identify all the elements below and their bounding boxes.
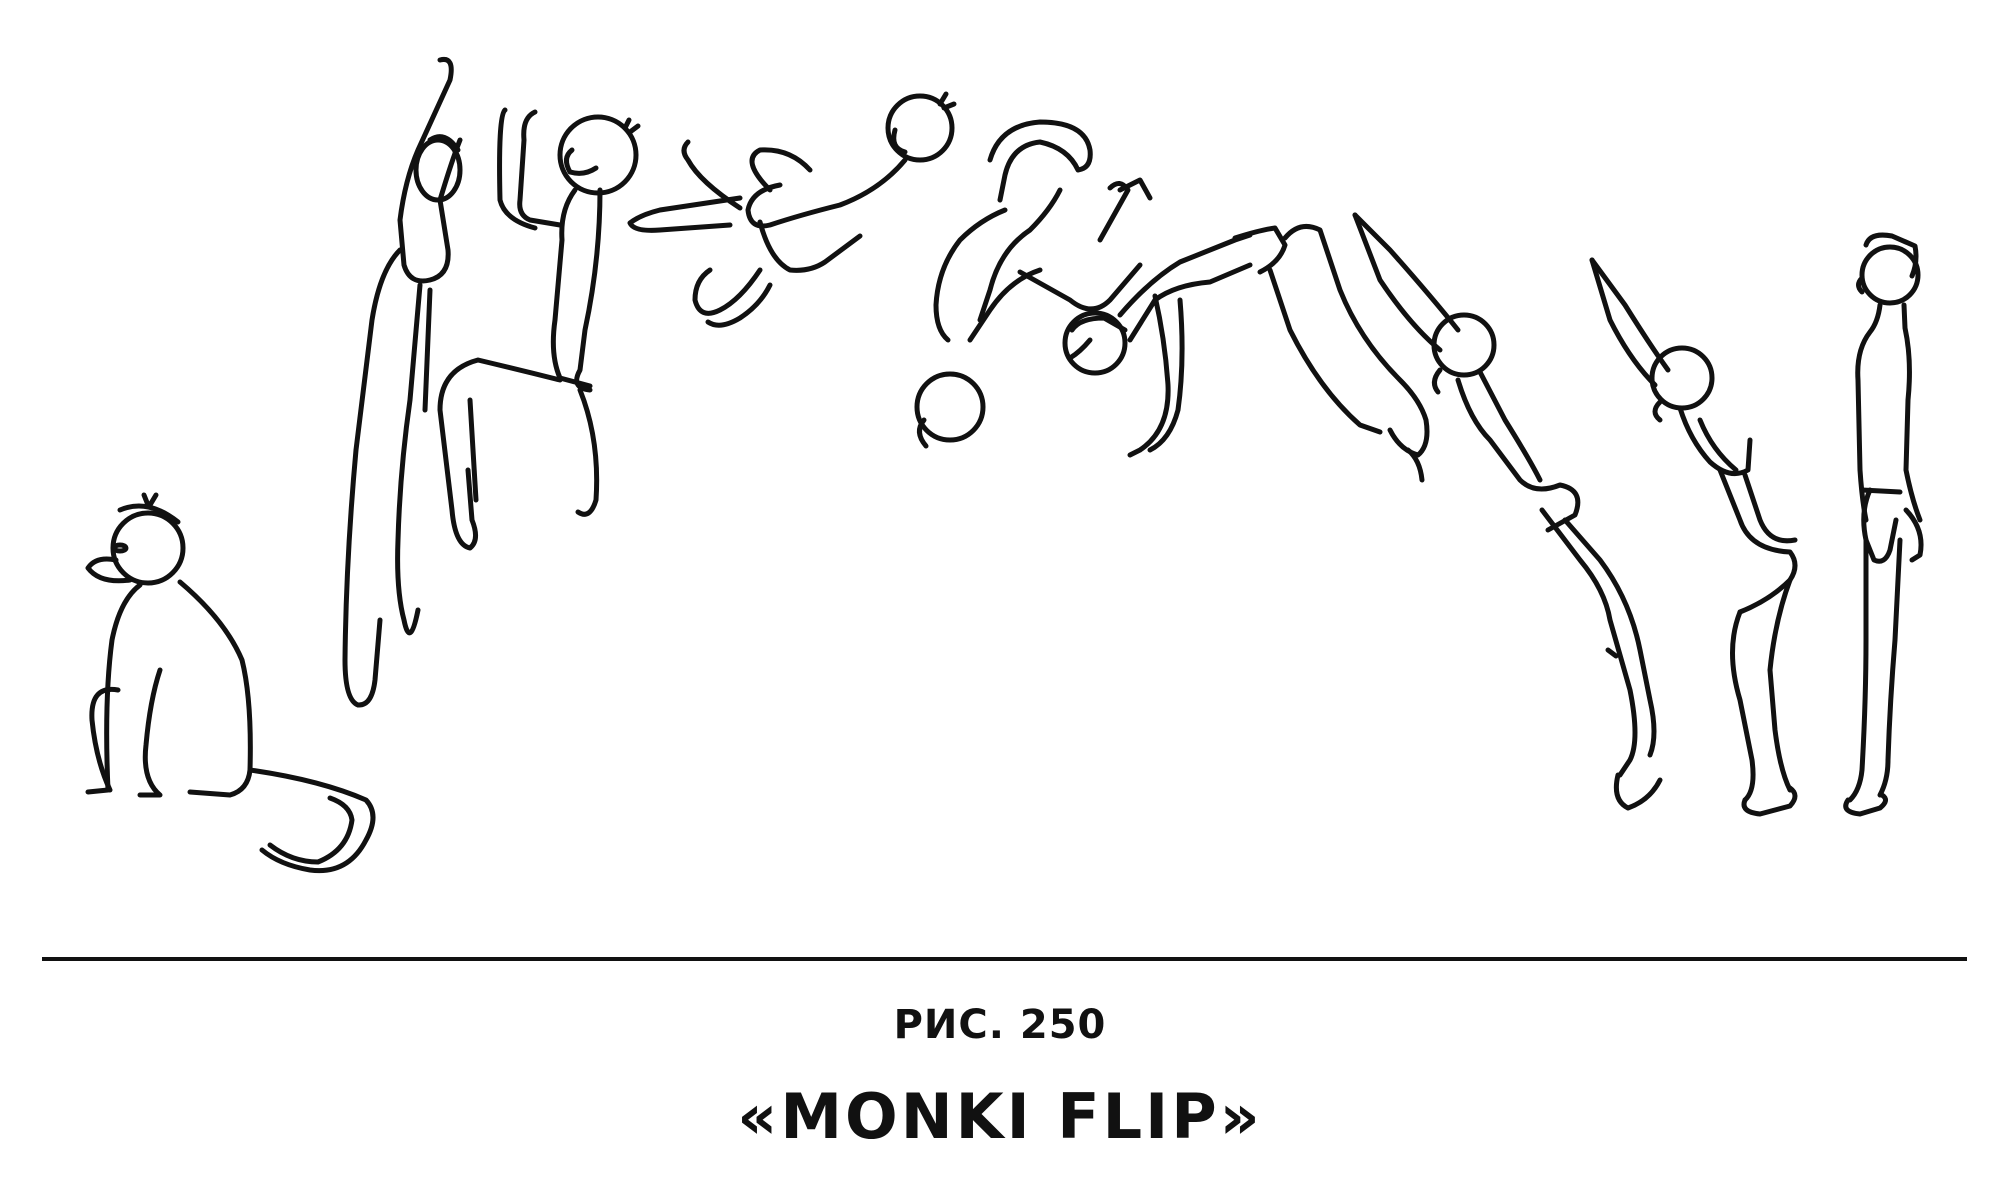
- monkey-inverted-figure: [914, 119, 1153, 449]
- acrobat-handstand-arch-figure: [1062, 223, 1430, 483]
- monkey-sitting-figure: [85, 492, 376, 874]
- acrobat-piked-landing-figure: [1589, 257, 1798, 817]
- figure-title: «MONKI FLIP»: [737, 1080, 1263, 1153]
- monkey-tucked-rise-figure: [437, 107, 641, 551]
- acrobat-standing-figure: [1843, 232, 1924, 817]
- figure-number: РИС. 250: [893, 1002, 1107, 1048]
- caption-divider: [42, 957, 1967, 961]
- acrobat-diving-landing-figure: [1352, 212, 1663, 811]
- monkey-stretched-jump-figure: [342, 56, 463, 708]
- monkey-horizontal-layout-figure: [627, 91, 957, 328]
